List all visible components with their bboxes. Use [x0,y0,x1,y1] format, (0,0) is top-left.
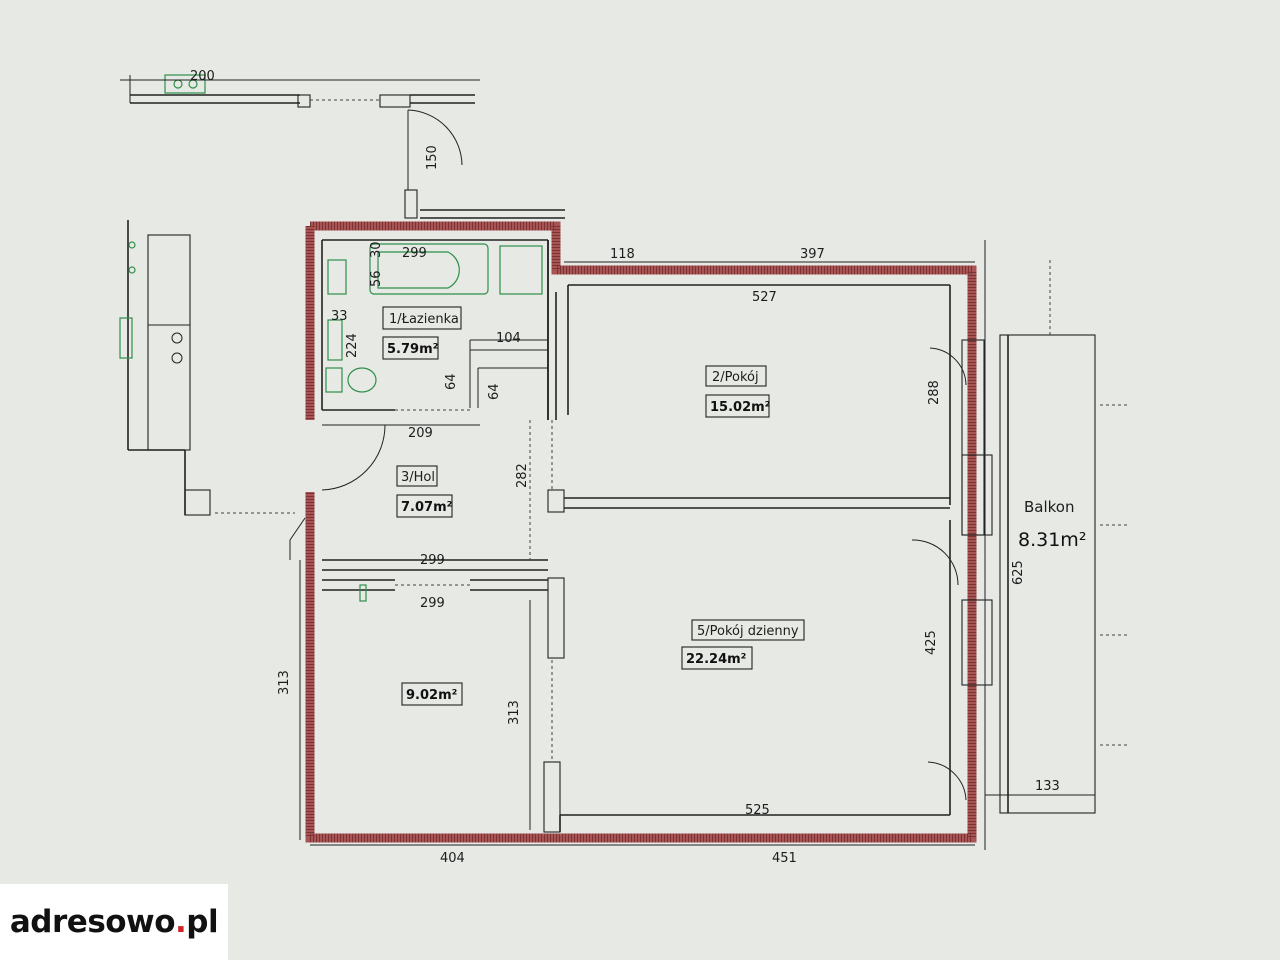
logo-tld: pl [186,904,219,940]
dim-150: 150 [425,145,440,170]
dim-299-bath: 299 [402,246,427,261]
right-wall-openings [911,339,993,801]
room4-area: 9.02m² [406,688,457,703]
dim-133: 133 [1035,779,1060,794]
corridor-stub [404,189,565,219]
dim-404: 404 [440,851,465,866]
dim-451: 451 [772,851,797,866]
logo-dot: . [175,904,187,940]
hall-area: 7.07m² [401,500,452,515]
dim-525: 525 [745,803,770,818]
neighbour-kitchen [119,220,295,516]
dim-625: 625 [1011,560,1026,585]
living-area: 22.24m² [686,652,746,667]
dim-200: 200 [190,69,215,84]
balcony [985,260,1130,814]
room-labels: 1/Łazienka 5.79m² 2/Pokój 15.02m² 3/Hol … [382,306,1086,706]
balcony-label: Balkon [1024,498,1075,516]
outer-walls [305,221,977,843]
dim-397: 397 [800,247,825,262]
logo-main: adresowo [9,904,176,940]
dim-33: 33 [331,309,348,324]
living-label: 5/Pokój dzienny [697,624,799,639]
adresowo-logo[interactable]: adresowo.pl [0,884,228,960]
dimension-labels: 150 200 299 30 56 33 224 104 64 64 209 2… [190,69,1060,866]
dim-64a: 64 [444,373,459,390]
bathroom-label: 1/Łazienka [389,312,459,327]
dim-104: 104 [496,331,521,346]
dim-64b: 64 [487,383,502,400]
dim-313-left: 313 [277,670,292,695]
dim-288: 288 [927,380,942,405]
neighbour-structure-top [129,74,475,190]
balcony-area: 8.31m² [1018,529,1086,551]
dim-118: 118 [610,247,635,262]
dim-299-b: 299 [420,596,445,611]
dim-56: 56 [369,270,384,287]
dim-299-a: 299 [420,553,445,568]
partitions [529,240,951,833]
hall-label: 3/Hol [401,470,435,485]
room2-label: 2/Pokój [712,370,759,385]
bathroom [321,239,549,420]
room2-area: 15.02m² [710,400,770,415]
dim-282: 282 [515,463,530,488]
dim-313-room4: 313 [507,700,522,725]
dim-224: 224 [345,333,360,358]
bathroom-area: 5.79m² [387,342,438,357]
dim-527: 527 [752,290,777,305]
dim-209: 209 [408,426,433,441]
dimension-lines [120,79,986,850]
dim-30: 30 [369,241,384,258]
hall [289,424,548,602]
dim-425: 425 [924,630,939,655]
